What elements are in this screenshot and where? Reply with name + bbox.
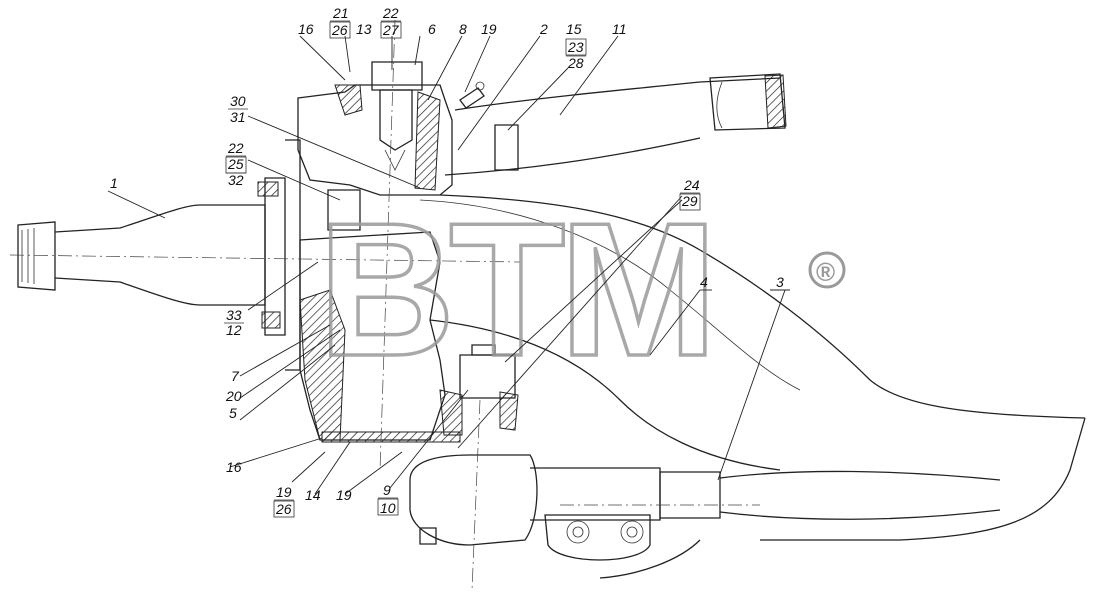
callout-9: 9: [383, 482, 391, 498]
callout-20: 20: [225, 388, 242, 404]
callout-29: 29: [681, 193, 698, 209]
registered-mark: ®: [816, 257, 835, 287]
callout-33: 33: [226, 307, 242, 323]
leader-lines: [107, 35, 790, 495]
callout-19-top: 19: [481, 21, 497, 37]
callout-27: 27: [382, 22, 400, 38]
callout-1: 1: [110, 175, 118, 191]
callout-19-bottom-left: 19: [276, 484, 292, 500]
callout-16-top: 16: [298, 21, 314, 37]
watermark-text: BTM: [318, 184, 712, 396]
callout-8: 8: [459, 21, 467, 37]
callout-13: 13: [356, 21, 372, 37]
callout-24: 24: [683, 177, 700, 193]
callout-14: 14: [305, 487, 321, 503]
callout-5: 5: [229, 405, 237, 421]
stop-bolt: [494, 124, 519, 171]
callout-28: 28: [567, 55, 584, 71]
callout-7: 7: [231, 368, 240, 384]
steering-arm-end: [709, 73, 787, 131]
axle-beam: [419, 77, 1086, 579]
callout-2: 2: [539, 21, 548, 37]
watermark: BTM ®: [316, 182, 846, 398]
callout-23: 23: [567, 39, 584, 55]
callout-6: 6: [428, 21, 436, 37]
callout-21: 21: [332, 5, 349, 21]
callouts: 1 2 3 4 5 6 7 8 9 10 11 12 13 14 15 16 1…: [110, 5, 784, 517]
tie-rod-end: [409, 454, 1001, 561]
grease-fitting: [459, 81, 485, 109]
callout-16-bottom: 16: [226, 459, 242, 475]
callout-25: 25: [227, 156, 244, 172]
callout-31: 31: [230, 109, 246, 125]
callout-15: 15: [566, 21, 582, 37]
callout-19-bottom-right: 19: [336, 487, 352, 503]
callout-32: 32: [228, 172, 244, 188]
callout-30: 30: [230, 93, 246, 109]
callout-4: 4: [700, 274, 708, 290]
callout-22-top: 22: [382, 5, 399, 21]
king-pin: [327, 61, 516, 399]
callout-26-bottom: 26: [275, 501, 292, 517]
callout-3: 3: [776, 274, 784, 290]
spindle: [17, 139, 301, 371]
callout-10: 10: [380, 500, 396, 516]
callout-rules: [224, 20, 701, 518]
callout-26-top: 26: [331, 22, 348, 38]
steering-knuckle: [297, 84, 519, 443]
callout-12: 12: [226, 322, 242, 338]
callout-22-left: 22: [227, 140, 244, 156]
callout-11: 11: [612, 21, 627, 37]
center-lines: [9, 19, 760, 591]
